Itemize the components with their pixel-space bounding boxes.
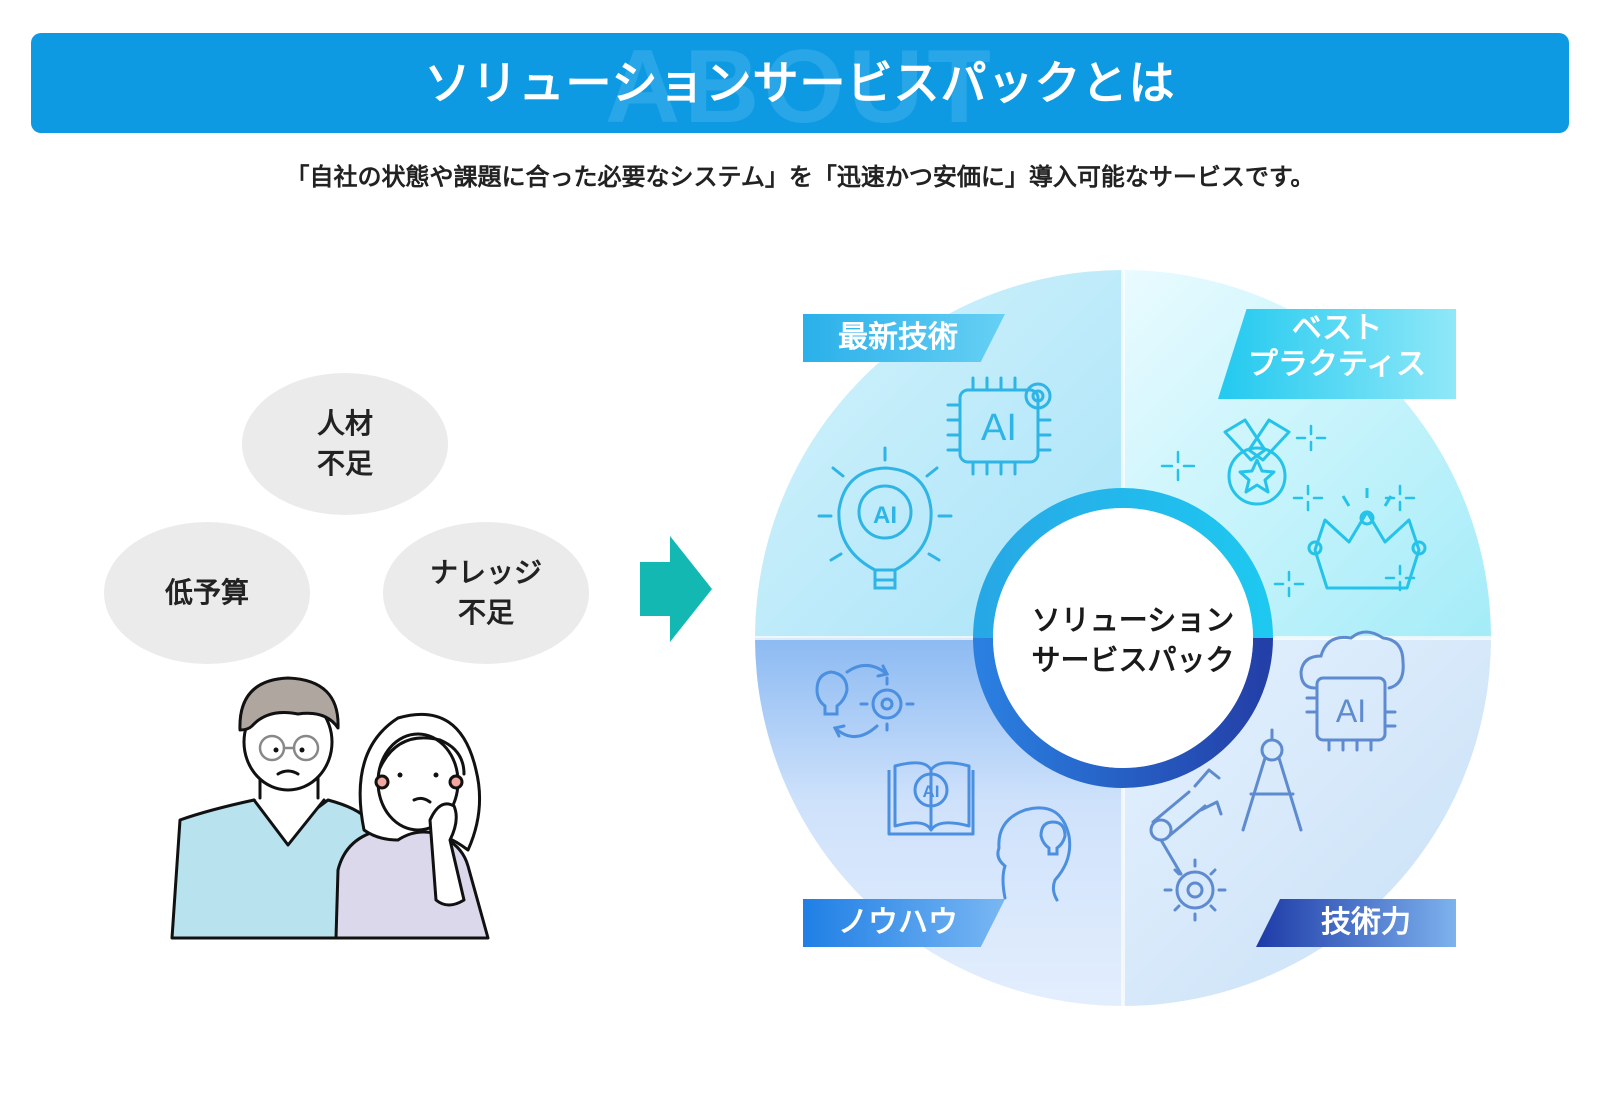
svg-text:AI: AI xyxy=(923,782,940,801)
svg-text:AI: AI xyxy=(1336,693,1366,729)
problem-bubble-knowledge: ナレッジ 不足 xyxy=(383,522,589,664)
sparkle-icon xyxy=(1160,424,1416,598)
banner-watermark: ABOUT xyxy=(605,33,995,133)
center-label: ソリューション サービスパック xyxy=(1031,603,1235,677)
problem-label: ナレッジ 不足 xyxy=(429,556,542,629)
idea-gear-cycle-icon xyxy=(815,664,915,738)
quadrant-label-best-practice: ベスト プラクティス xyxy=(1218,309,1456,399)
compass-icon xyxy=(1241,728,1303,832)
quadrant-label-latest-tech: 最新技術 xyxy=(803,314,1005,362)
problem-bubble-staff: 人材 不足 xyxy=(242,373,448,515)
header-banner: ABOUT ソリューションサービスパックとは xyxy=(31,33,1569,133)
head-idea-icon xyxy=(996,806,1072,902)
medal-icon xyxy=(1223,418,1291,506)
svg-text:AI: AI xyxy=(873,502,897,529)
solution-wheel-diagram: AI AI AI xyxy=(755,270,1491,1006)
ai-chip-icon: AI xyxy=(946,376,1052,476)
robot-arm-icon xyxy=(1149,768,1227,922)
page-subtitle: 「自社の状態や課題に合った必要なシステム」を「迅速かつ安価に」導入可能なサービス… xyxy=(285,163,1315,191)
ai-cloud-chip-icon: AI xyxy=(1299,630,1405,752)
ai-book-icon: AI xyxy=(887,761,975,836)
ai-lightbulb-icon: AI xyxy=(817,446,953,590)
page-title: ソリューションサービスパックとは xyxy=(424,56,1176,110)
arrow-right-icon xyxy=(640,536,712,642)
problem-label: 低予算 xyxy=(164,576,249,609)
problem-bubble-budget: 低予算 xyxy=(104,522,310,664)
problem-label: 人材 不足 xyxy=(316,407,373,480)
quadrant-label-knowhow: ノウハウ xyxy=(803,899,1005,947)
svg-text:AI: AI xyxy=(981,407,1017,449)
worried-people-illustration xyxy=(170,676,490,940)
quadrant-label-technical-skill: 技術力 xyxy=(1256,899,1456,947)
